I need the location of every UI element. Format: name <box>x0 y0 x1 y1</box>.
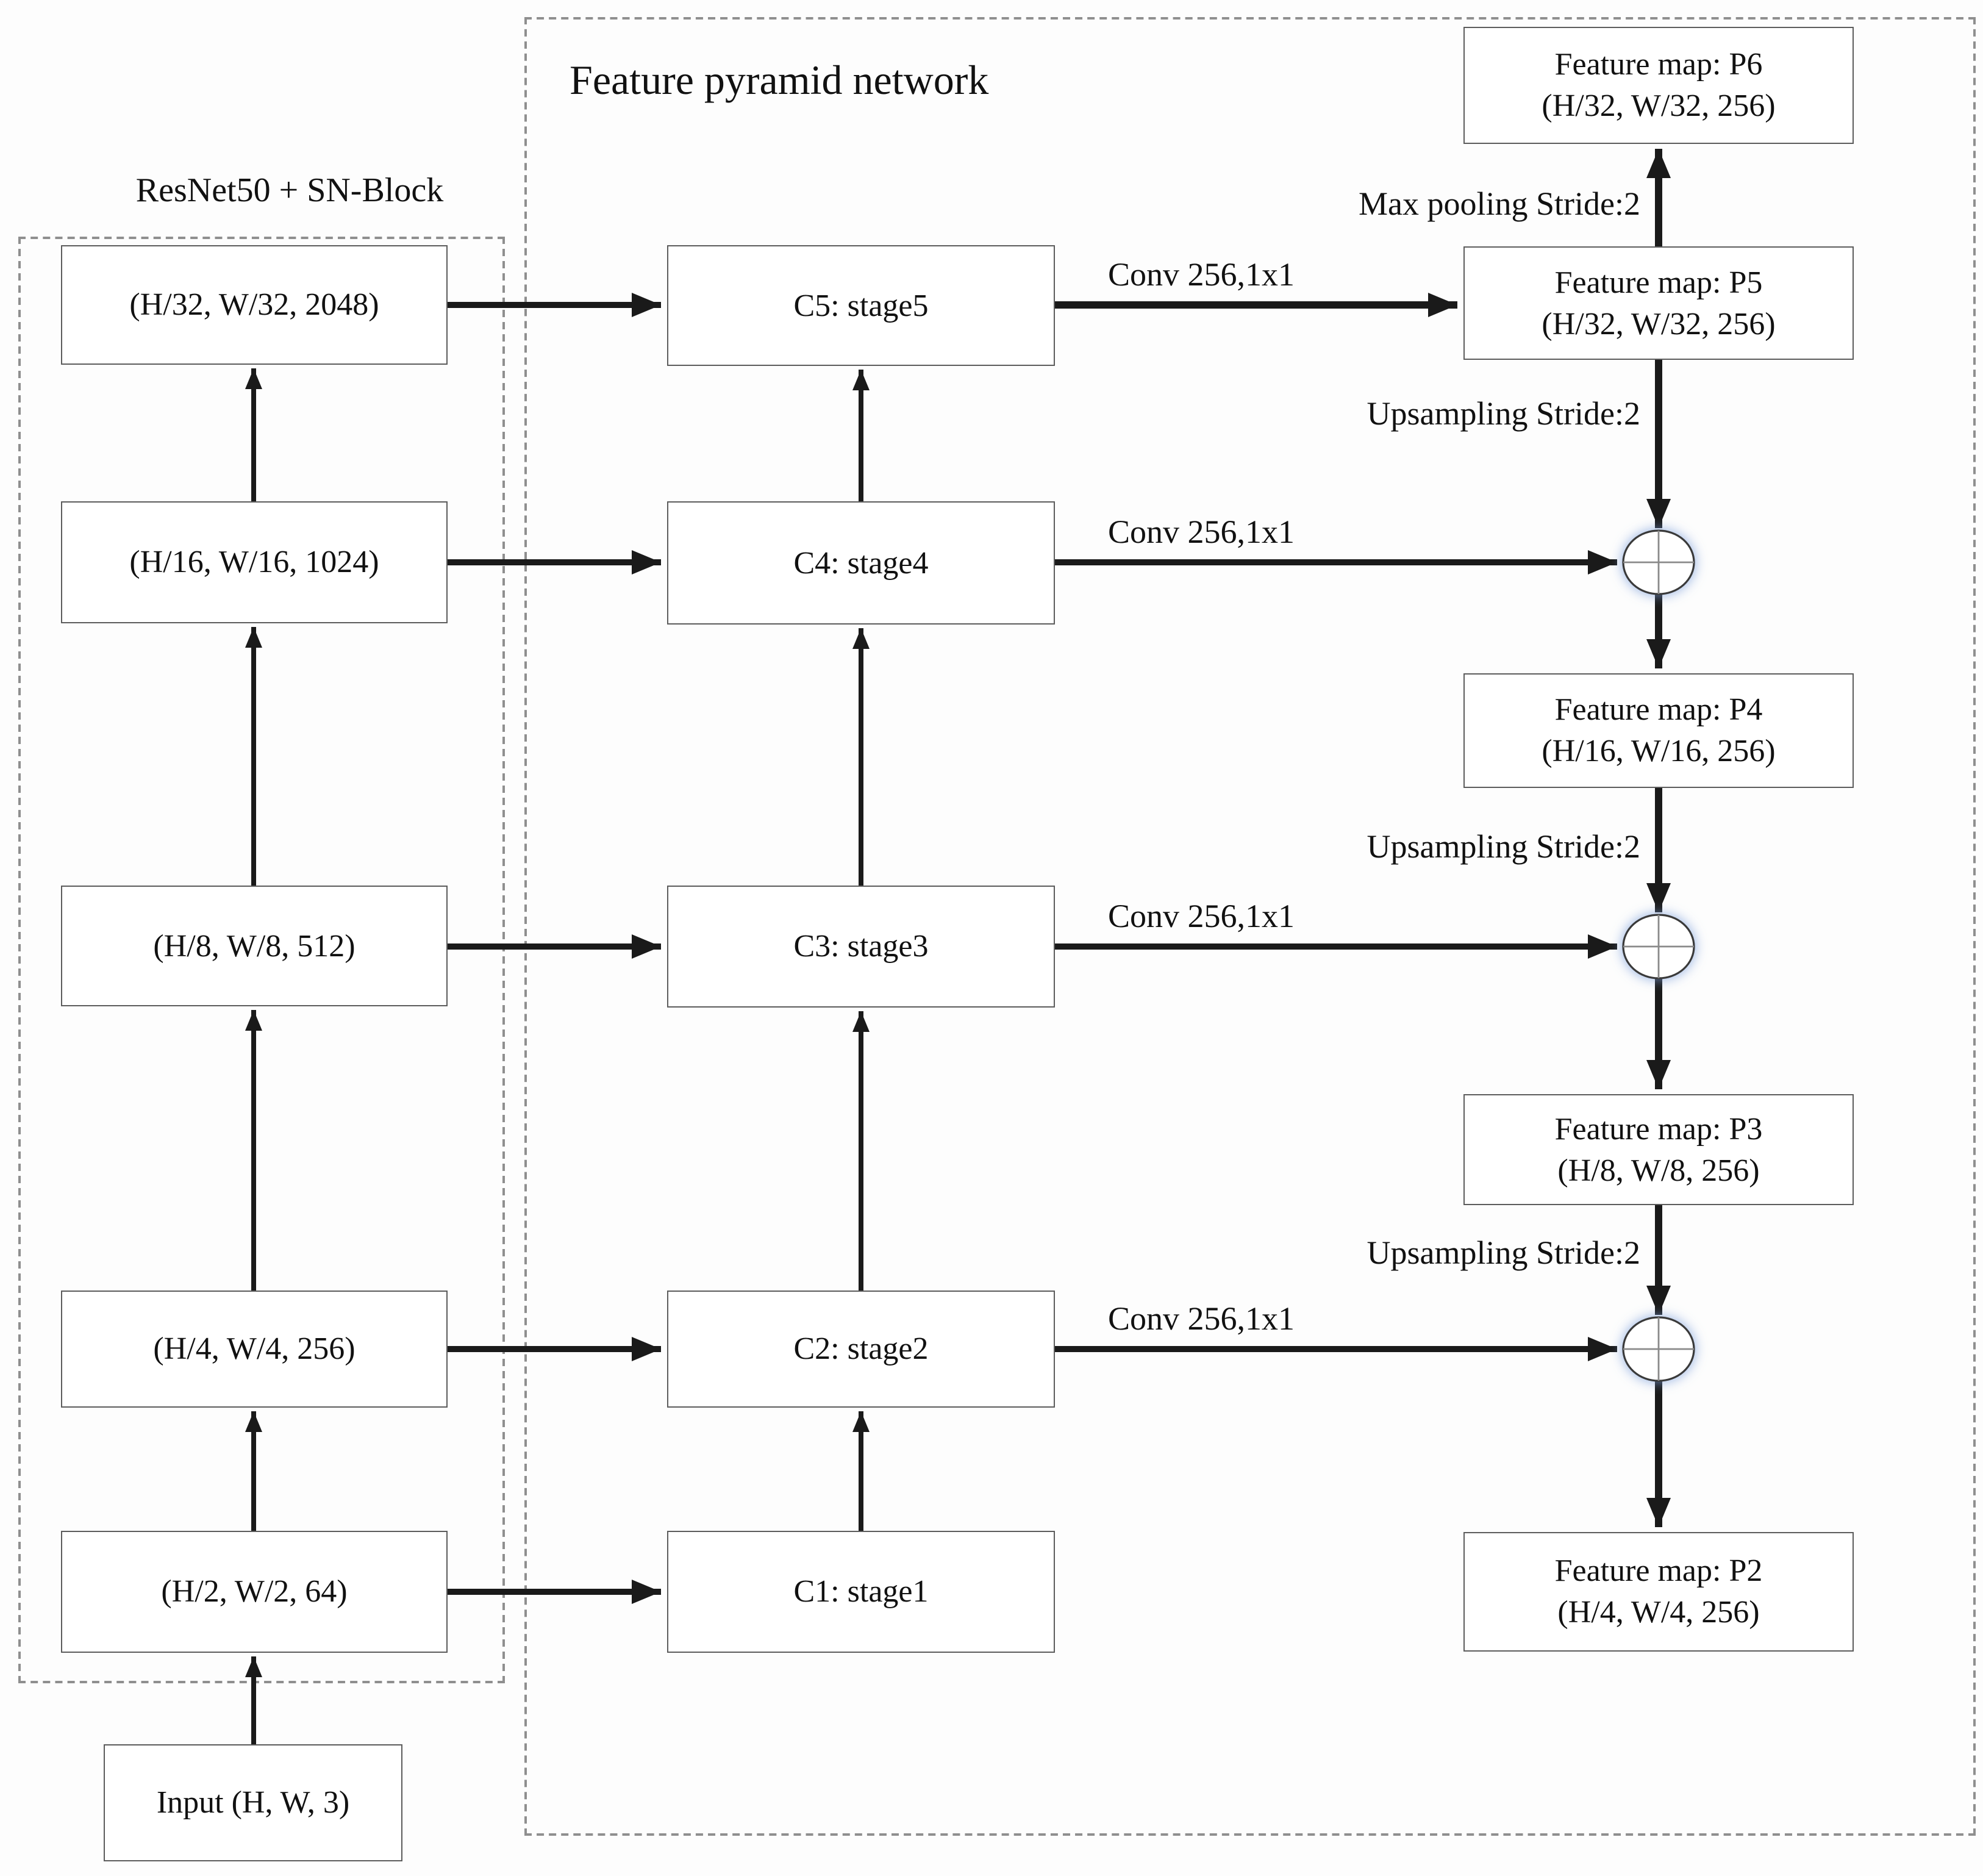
backbone-box-h16: (H/16, W/16, 1024) <box>61 501 448 623</box>
feature-map-title: Feature map: P3 <box>1554 1111 1763 1147</box>
feature-map-p6: Feature map: P6 (H/32, W/32, 256) <box>1463 27 1854 144</box>
backbone-box-h2: (H/2, W/2, 64) <box>61 1531 448 1653</box>
upsampling-label-2: Upsampling Stride:2 <box>1367 828 1641 865</box>
fpn-title: Feature pyramid network <box>570 59 989 104</box>
conv-256-1x1-label: Conv 256,1x1 <box>1107 1300 1295 1337</box>
upsampling-label-1: Upsampling Stride:2 <box>1367 395 1641 432</box>
feature-map-shape: (H/4, W/4, 256) <box>1557 1594 1760 1630</box>
conv-256-1x1-label: Conv 256,1x1 <box>1107 898 1295 934</box>
fpn-group-box <box>524 17 1976 1836</box>
backbone-box-h8: (H/8, W/8, 512) <box>61 886 448 1006</box>
feature-map-p5: Feature map: P5 (H/32, W/32, 256) <box>1463 246 1854 360</box>
backbone-group-box <box>18 237 505 1683</box>
max-pooling-label: Max pooling Stride:2 <box>1359 185 1640 222</box>
feature-map-p4: Feature map: P4 (H/16, W/16, 256) <box>1463 673 1854 788</box>
feature-map-title: Feature map: P2 <box>1554 1553 1763 1589</box>
stage-box-c2: C2: stage2 <box>667 1291 1055 1408</box>
backbone-box-h4: (H/4, W/4, 256) <box>61 1291 448 1408</box>
feature-map-shape: (H/32, W/32, 256) <box>1542 88 1776 123</box>
feature-map-p3: Feature map: P3 (H/8, W/8, 256) <box>1463 1094 1854 1205</box>
stage-box-c4: C4: stage4 <box>667 501 1055 625</box>
feature-map-shape: (H/8, W/8, 256) <box>1557 1152 1760 1187</box>
feature-map-title: Feature map: P5 <box>1554 264 1763 300</box>
feature-map-title: Feature map: P6 <box>1554 46 1763 82</box>
upsampling-label-3: Upsampling Stride:2 <box>1367 1234 1641 1271</box>
stage-box-c5: C5: stage5 <box>667 245 1055 366</box>
backbone-box-h32: (H/32, W/32, 2048) <box>61 245 448 365</box>
feature-map-shape: (H/16, W/16, 256) <box>1542 733 1776 768</box>
backbone-title: ResNet50 + SN-Block <box>135 172 444 210</box>
feature-map-title: Feature map: P4 <box>1554 692 1763 728</box>
stage-box-c1: C1: stage1 <box>667 1531 1055 1653</box>
stage-box-c3: C3: stage3 <box>667 886 1055 1008</box>
feature-map-shape: (H/32, W/32, 256) <box>1542 306 1776 341</box>
conv-256-1x1-label: Conv 256,1x1 <box>1107 514 1295 550</box>
conv-256-1x1-label: Conv 256,1x1 <box>1107 256 1295 293</box>
input-box: Input (H, W, 3) <box>104 1744 402 1861</box>
feature-map-p2: Feature map: P2 (H/4, W/4, 256) <box>1463 1532 1854 1652</box>
